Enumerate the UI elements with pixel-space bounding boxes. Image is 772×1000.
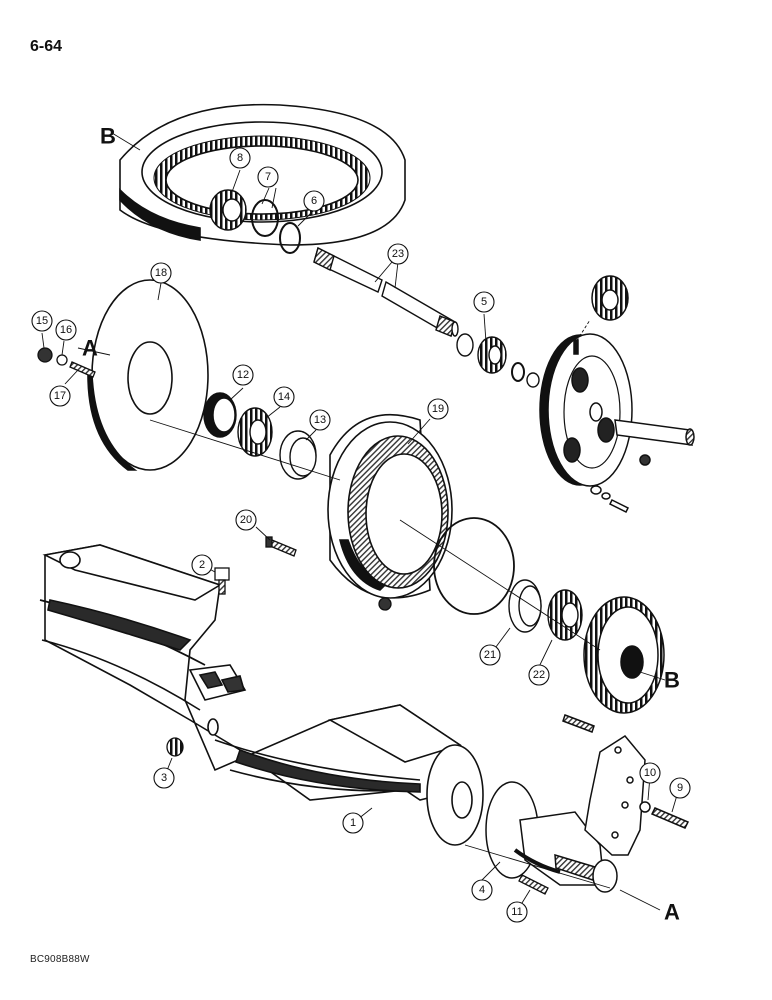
- plug-3: [166, 737, 184, 757]
- svg-text:18: 18: [155, 267, 167, 279]
- callout-22: 22: [528, 664, 550, 686]
- ref-letter-a-left: A: [82, 336, 98, 361]
- page-number: 6-64: [30, 38, 63, 55]
- svg-text:11: 11: [511, 906, 522, 918]
- snap-ring-7: [251, 199, 279, 237]
- callout-4: 4: [471, 879, 493, 901]
- svg-text:22: 22: [533, 669, 545, 681]
- figure-code: BC908B88W: [30, 954, 90, 965]
- planet-carrier: [539, 275, 695, 514]
- svg-text:17: 17: [54, 390, 66, 402]
- callout-8: 8: [229, 147, 251, 169]
- breather-2: [214, 567, 230, 595]
- svg-text:15: 15: [36, 315, 48, 327]
- callout-1: 1: [342, 812, 364, 834]
- axle-housing-1: [39, 544, 484, 846]
- callout-7: 7: [257, 166, 279, 188]
- svg-text:2: 2: [199, 559, 205, 571]
- svg-text:1: 1: [350, 817, 356, 829]
- callout-18: 18: [150, 262, 172, 284]
- svg-text:21: 21: [484, 649, 496, 661]
- callout-9: 9: [669, 777, 691, 799]
- svg-text:9: 9: [677, 782, 683, 794]
- svg-text:12: 12: [237, 369, 249, 381]
- svg-text:10: 10: [644, 767, 656, 779]
- callout-13: 13: [309, 409, 331, 431]
- bolt-11: [518, 874, 549, 895]
- callout-10: 10: [639, 762, 661, 784]
- callout-16: 16: [55, 319, 77, 341]
- svg-text:19: 19: [432, 403, 444, 415]
- brake-disc-18: [87, 279, 209, 471]
- svg-text:8: 8: [237, 152, 243, 164]
- ref-letter-b-right: B: [664, 668, 680, 693]
- callout-20: 20: [235, 509, 257, 531]
- svg-text:4: 4: [479, 884, 485, 896]
- wheel-hub-19: [327, 413, 453, 599]
- callout-2: 2: [191, 554, 213, 576]
- washer-bearing-5: [456, 333, 540, 388]
- callout-19: 19: [427, 398, 449, 420]
- bearing-cup-12: [203, 392, 237, 438]
- planet-gear-8: [209, 189, 247, 231]
- callout-12: 12: [232, 364, 254, 386]
- ref-letter-b-top: B: [100, 124, 116, 149]
- washer-6: [279, 222, 301, 254]
- svg-text:7: 7: [265, 171, 271, 183]
- axle-shaft-23: [313, 246, 459, 338]
- bearing-cone-14: [237, 407, 273, 457]
- callout-23: 23: [387, 243, 409, 265]
- snap-ring-hub: [433, 517, 515, 615]
- svg-text:14: 14: [278, 391, 290, 403]
- bracket-plate: [562, 714, 690, 856]
- spindle-4: [485, 781, 618, 893]
- bearing-cup-13: [279, 430, 317, 480]
- svg-text:20: 20: [240, 514, 252, 526]
- svg-text:23: 23: [392, 248, 404, 260]
- leader-lines: [41, 132, 681, 911]
- svg-text:16: 16: [60, 324, 72, 336]
- callouts: 1 2 3 4 5 6 7 8 9 10 11 12 13 14 15 16 1…: [31, 147, 691, 923]
- callout-15: 15: [31, 310, 53, 332]
- svg-text:5: 5: [481, 296, 487, 308]
- svg-text:13: 13: [314, 414, 326, 426]
- bearing-cup-21: [508, 579, 542, 633]
- bearing-cone-22: [547, 589, 583, 641]
- nut-washer-stud: [37, 347, 96, 378]
- svg-text:3: 3: [161, 772, 167, 784]
- ref-letter-a-bottom: A: [664, 900, 680, 925]
- callout-5: 5: [473, 291, 495, 313]
- callout-6: 6: [303, 190, 325, 212]
- sun-gear: [583, 596, 665, 714]
- hub-nut: [378, 597, 392, 611]
- svg-text:6: 6: [311, 195, 317, 207]
- callout-14: 14: [273, 386, 295, 408]
- callout-17: 17: [49, 385, 71, 407]
- callout-21: 21: [479, 644, 501, 666]
- bolt-20: [265, 536, 297, 557]
- callout-3: 3: [153, 767, 175, 789]
- callout-11: 11: [506, 901, 528, 923]
